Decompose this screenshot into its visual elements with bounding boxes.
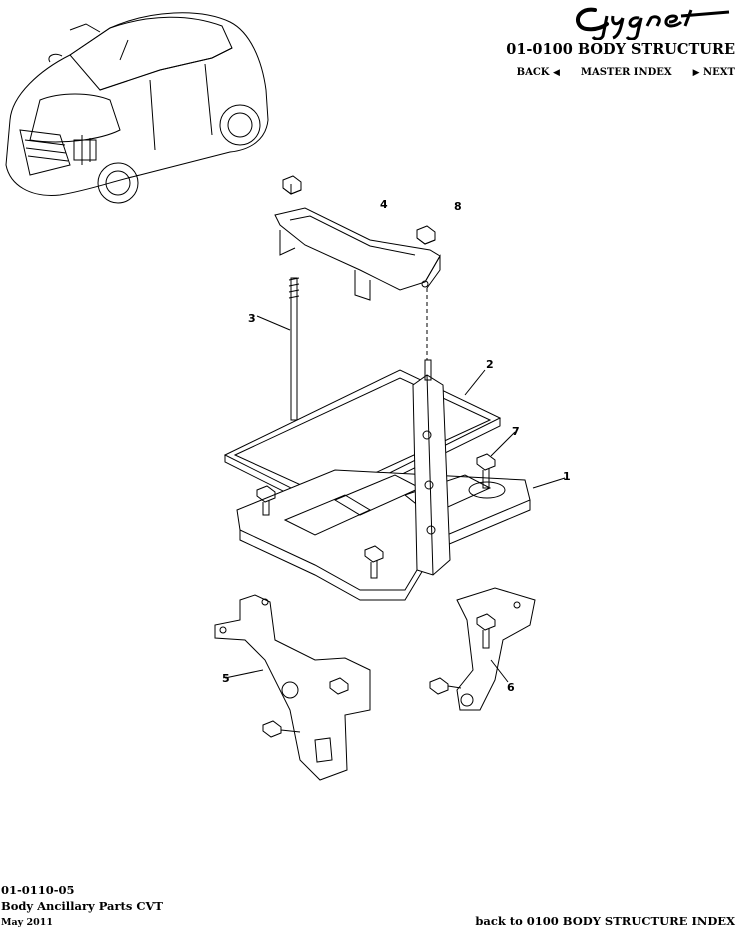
callout-2: 2	[486, 358, 494, 371]
back-label: BACK	[516, 67, 550, 78]
callout-8: 8	[454, 200, 462, 213]
back-link[interactable]: BACK ◀	[517, 67, 560, 78]
next-label: NEXT	[703, 67, 735, 78]
callout-5: 5	[222, 672, 230, 685]
back-to-index-link[interactable]: back to 0100 BODY STRUCTURE INDEX	[475, 914, 735, 928]
car-locator-illustration	[0, 0, 275, 215]
triangle-left-icon: ◀	[552, 68, 560, 78]
navigation-bar: BACK ◀ MASTER INDEX ▶ NEXT	[517, 67, 735, 78]
publish-date: May 2011	[1, 917, 53, 928]
callout-6: 6	[507, 681, 515, 694]
callout-1: 1	[563, 470, 571, 483]
master-index-link[interactable]: MASTER INDEX	[580, 67, 672, 78]
callout-7: 7	[512, 425, 520, 438]
parts-exploded-diagram: 4 8 3 2 7 1 5 6	[195, 170, 595, 800]
callout-4: 4	[380, 198, 388, 211]
next-link[interactable]: ▶ NEXT	[693, 67, 735, 78]
cygnet-logo	[573, 2, 733, 41]
section-title: 01-0100 BODY STRUCTURE	[506, 41, 735, 58]
part-name: Body Ancillary Parts CVT	[1, 899, 163, 913]
callout-3: 3	[248, 312, 256, 325]
triangle-right-icon: ▶	[692, 68, 700, 78]
part-code: 01-0110-05	[1, 883, 75, 897]
